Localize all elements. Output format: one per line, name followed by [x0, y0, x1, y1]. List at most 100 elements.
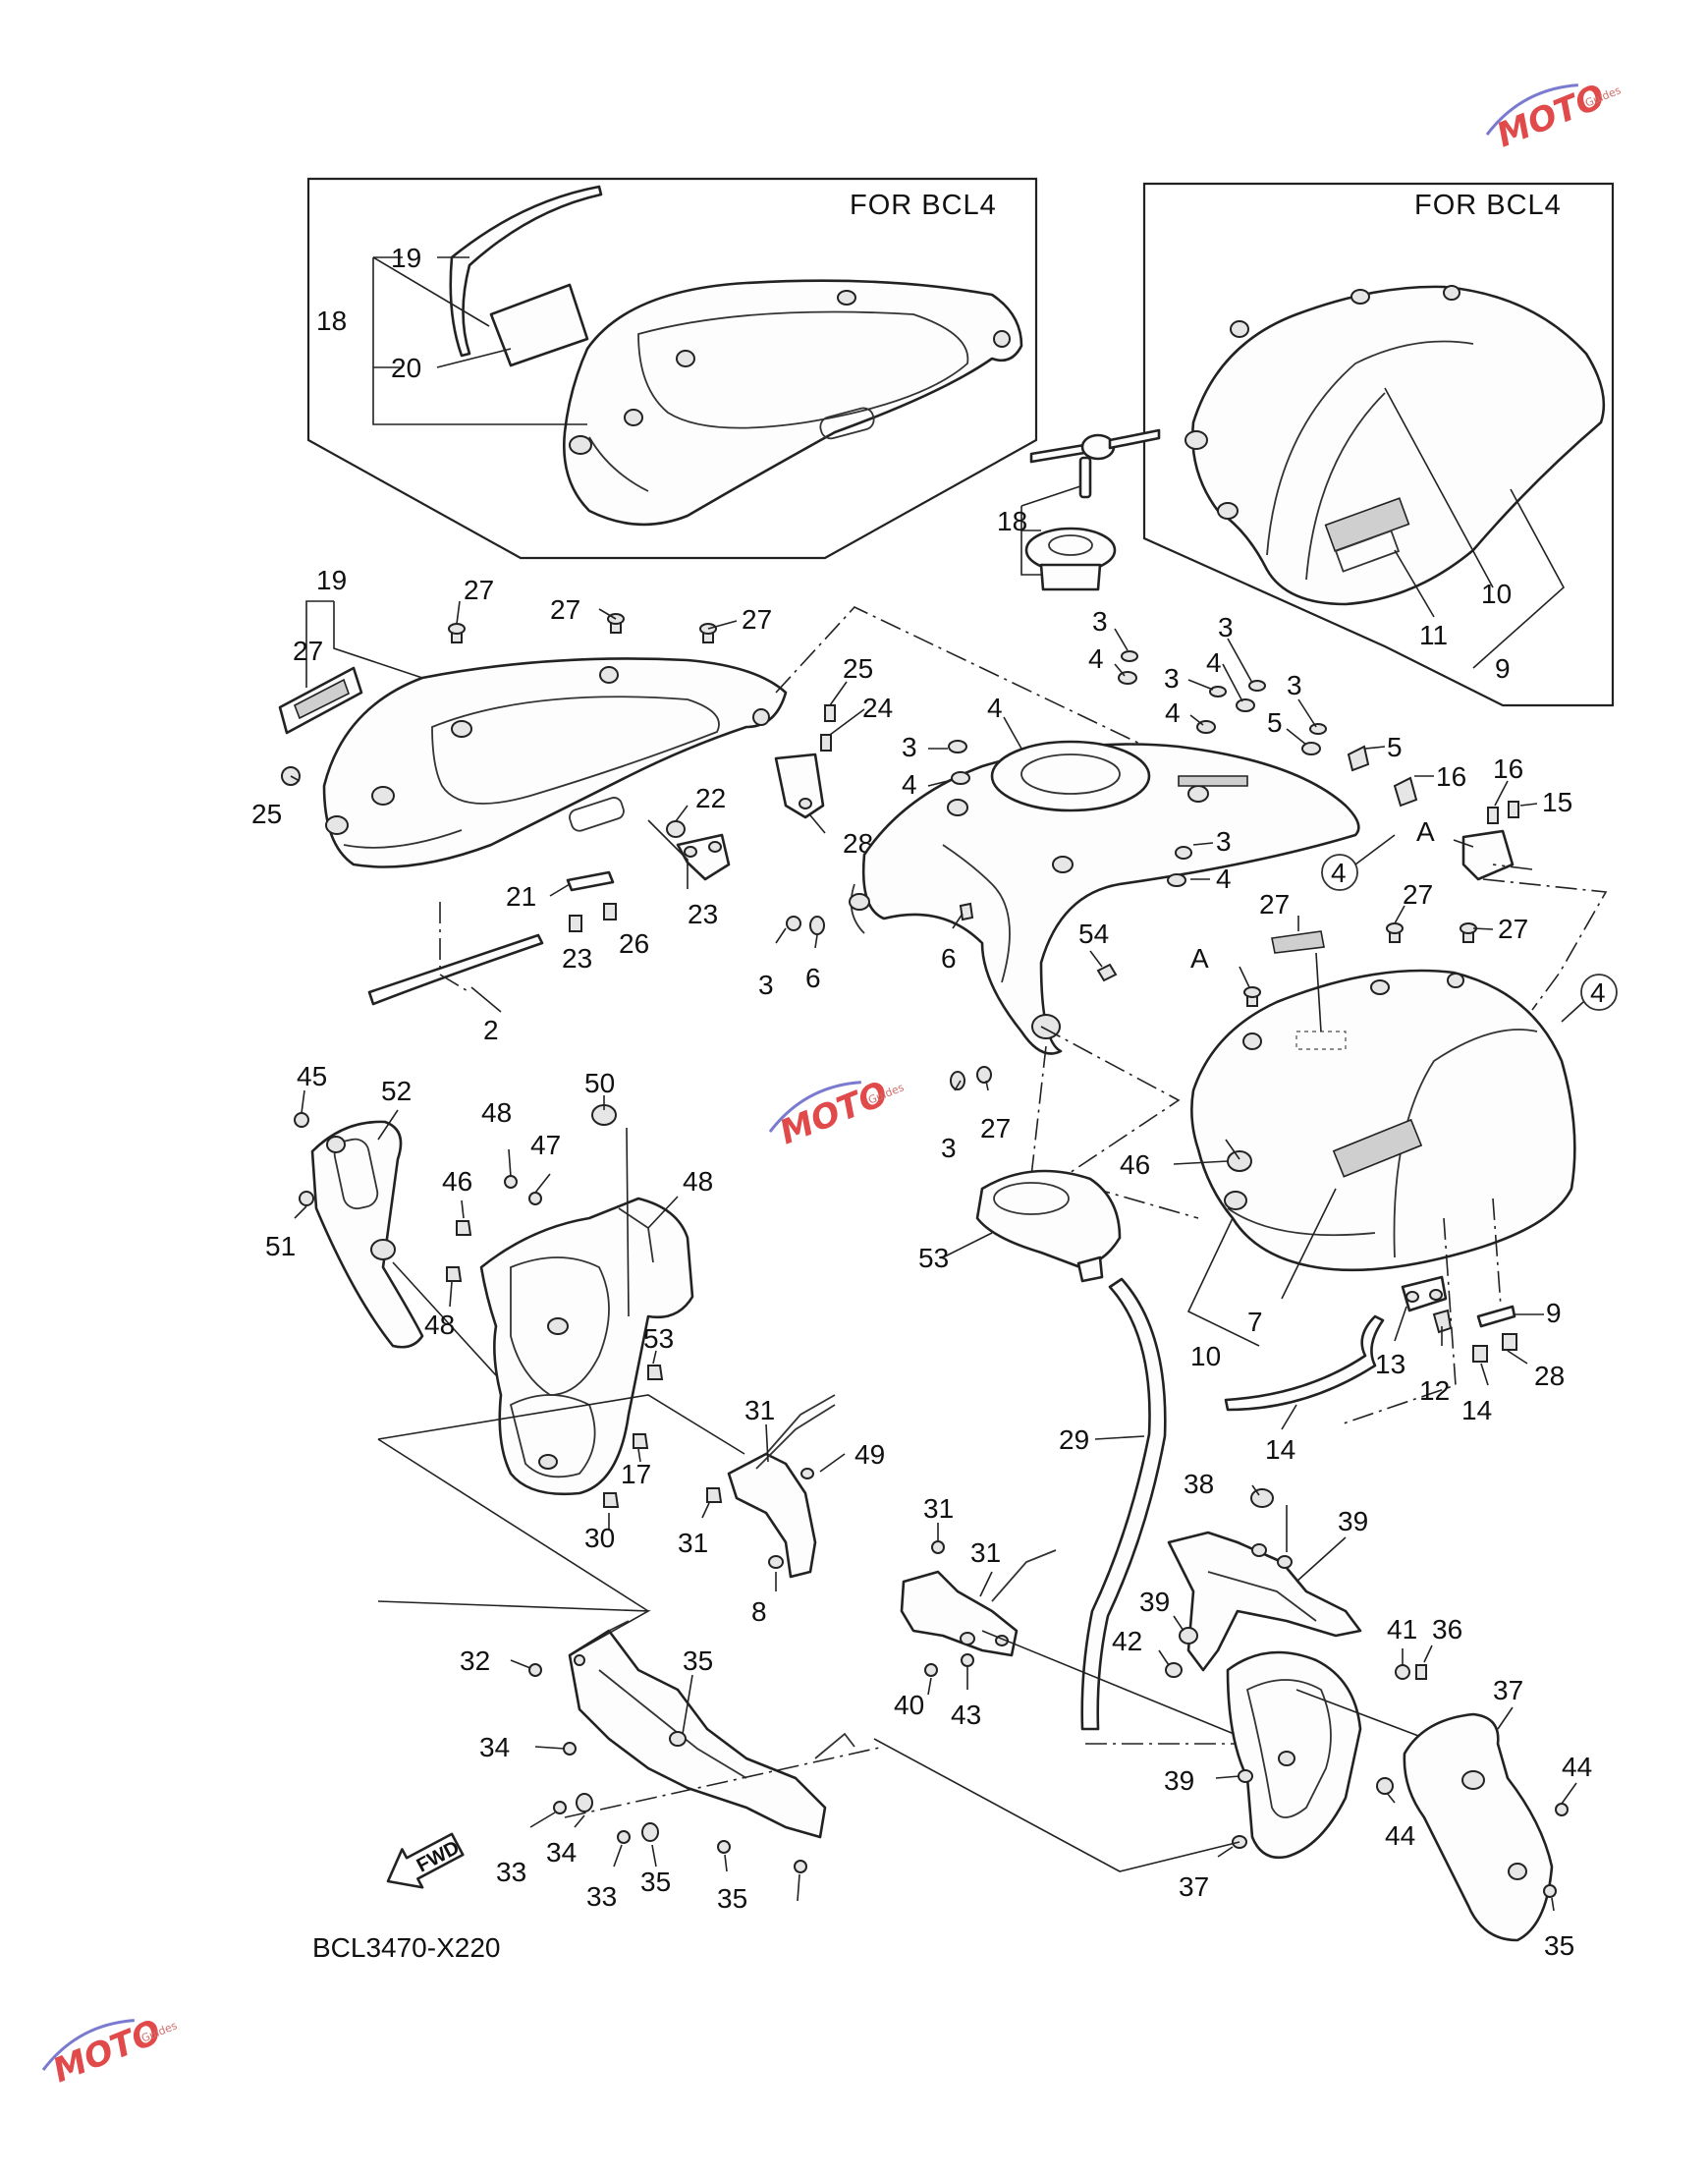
callout-32: 35	[683, 1645, 713, 1676]
callout-18: 18	[316, 306, 347, 336]
callout-44: 37	[1179, 1871, 1209, 1902]
trim-strip-26	[367, 933, 544, 1006]
lower-bracket-32: 32 35 34 33 34 33 35 35	[377, 1600, 885, 1914]
callout-53: 17	[621, 1459, 651, 1489]
callout-3: 27	[980, 1113, 1011, 1143]
callout-23: 23	[562, 943, 592, 974]
callout-A: 4	[1331, 858, 1347, 888]
callout-8: 29	[1059, 1424, 1089, 1455]
inset-right-title: FOR BCL4	[1414, 190, 1562, 221]
callout-42: 41	[1387, 1614, 1417, 1645]
watermark-center: MOTO Guides	[768, 1074, 906, 1152]
reference-a-marker	[1321, 854, 1358, 891]
right-side-brackets: 38 39 39 42 41 36 39 44 37 37	[873, 1469, 1592, 1961]
callout-3: 6	[805, 963, 821, 993]
callout-27: 27	[550, 594, 580, 625]
watermark-top-right: MOTO Guides	[1485, 77, 1623, 155]
callout-46: 51	[265, 1231, 296, 1261]
callout-4: 3	[1218, 612, 1234, 642]
callout-6: 54	[1078, 919, 1109, 949]
callout-27: A	[1190, 943, 1209, 974]
callout-4: 3	[1287, 670, 1302, 700]
tank-fasteners	[786, 650, 1418, 1090]
callout-26: 2	[483, 1015, 499, 1045]
callout-48: 46	[442, 1166, 472, 1197]
callout-21: 23	[688, 899, 718, 929]
callout-31: 8	[751, 1596, 767, 1627]
callout-33: 35	[640, 1867, 671, 1897]
callout-54: 27	[1259, 889, 1290, 920]
callout-29: 31	[970, 1537, 1001, 1568]
tank-cover-main: 19 27 27 27 27 25 25 24 28 22 21 23 23 2…	[251, 565, 1307, 1045]
callout-6: 6	[941, 943, 957, 974]
callout-10: 7	[1247, 1307, 1263, 1337]
stays-30-29: 31 49 31 8 31 31 40 43	[678, 1394, 1266, 1748]
callout-51: 47	[530, 1130, 561, 1160]
stay-29	[900, 1570, 1019, 1657]
bracket-15	[1461, 829, 1515, 881]
left-side-brackets: 45 52 51 50 48 47 46 48 48 53 17 30	[265, 1061, 745, 1612]
callout-25: 25	[843, 653, 873, 684]
inset-right-frame: FOR BCL4 10 11 9	[1142, 182, 1615, 707]
callout-39: 42	[1112, 1626, 1142, 1656]
inset-left-title: FOR BCL4	[850, 190, 997, 221]
bolt-27-group	[281, 613, 717, 786]
callout-3: 5	[1267, 707, 1283, 738]
callout-23: 26	[619, 928, 649, 959]
callout-52: 50	[584, 1068, 615, 1098]
callout-48: 48	[424, 1310, 455, 1340]
callout-27: 27	[1498, 914, 1528, 944]
fuel-tank-cover-inset-part	[563, 279, 1023, 527]
callout-35: 34	[479, 1732, 510, 1762]
callout-20: 20	[391, 353, 421, 383]
callout-37: 44	[1562, 1752, 1592, 1782]
callout-14: 14	[1461, 1395, 1492, 1425]
callout-35: 32	[460, 1645, 490, 1676]
reference-a-marker	[1580, 974, 1618, 1011]
trim-strip-17	[1224, 1314, 1385, 1412]
fuel-tank: 4 3 4 3 4 3 4 3 4 3 5	[758, 606, 1572, 1219]
callout-18: 19	[316, 565, 347, 595]
callout-4: 3	[1216, 826, 1232, 857]
callout-27: 25	[251, 799, 282, 829]
plate-36	[1403, 1712, 1554, 1942]
side-cover-main: 27 27 27 A 4 46 3 27 7 10	[941, 864, 1618, 1371]
key-and-cap-assembly: 18	[997, 428, 1161, 591]
emblem-strip-inset	[449, 185, 603, 358]
diagram-code: BCL3470-X220	[312, 1932, 500, 1963]
callout-33: 34	[546, 1837, 577, 1868]
callout-10: 10	[1481, 579, 1512, 609]
callout-9: 9	[1495, 653, 1511, 684]
stay-30	[727, 1452, 817, 1579]
callout-12: 13	[1375, 1349, 1405, 1379]
callout-4: 3	[1092, 606, 1108, 637]
callout-45: 52	[381, 1076, 412, 1106]
callout-41: 36	[1432, 1614, 1462, 1645]
callout-28: 22	[695, 783, 726, 813]
callout-35: 35	[717, 1883, 747, 1914]
callout-28: 12	[1419, 1375, 1450, 1406]
side-cover-fasteners: 9 13 12 28 14 14	[1224, 1198, 1565, 1465]
callout-38: 39	[1338, 1506, 1368, 1536]
drain-tray-and-hose: 53 29	[918, 1169, 1265, 1745]
drain-hose-8	[1080, 1277, 1167, 1731]
callout-34: 33	[586, 1881, 617, 1912]
callout-A: 4	[1590, 977, 1606, 1008]
callout-34: 33	[496, 1857, 526, 1887]
callout-31: 49	[854, 1439, 885, 1470]
callout-19: 27	[293, 636, 323, 666]
callout-7: 53	[918, 1243, 949, 1273]
callout-3: 4	[1088, 643, 1104, 674]
callout-3: 4	[1165, 697, 1181, 728]
callout-22: 21	[506, 881, 536, 912]
callout-49: 31	[678, 1528, 708, 1558]
bracket-47	[479, 1197, 694, 1496]
callout-3: 4	[1206, 647, 1222, 678]
inset-left-frame: FOR BCL4 19 18 20	[306, 177, 1038, 560]
callout-31: 31	[923, 1493, 954, 1524]
forward-arrow: FWD	[386, 1832, 465, 1889]
side-cover-inset-part	[1191, 285, 1606, 606]
callout-4: 3	[941, 1133, 957, 1163]
